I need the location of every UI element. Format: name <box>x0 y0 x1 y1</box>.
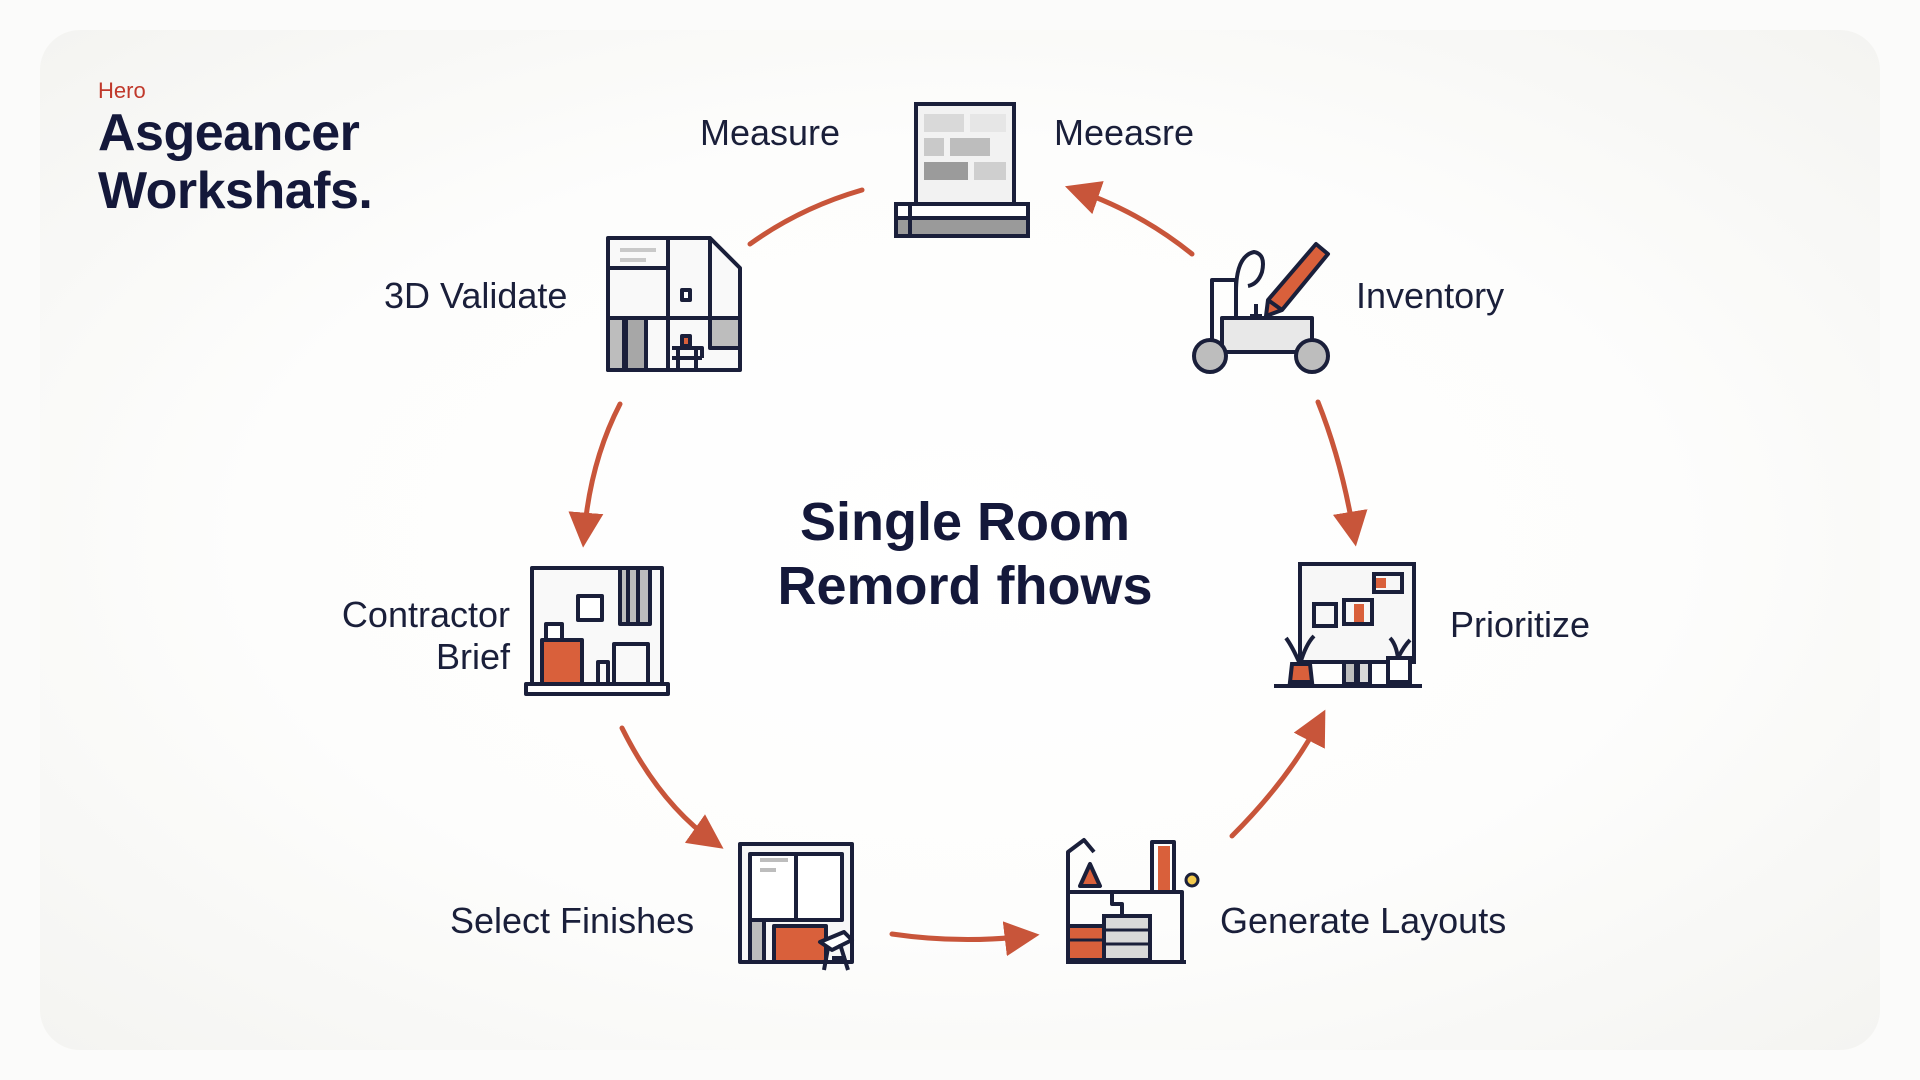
shelf-plants-icon <box>1274 562 1422 688</box>
arrow-3dvalidate-to-contractor <box>568 401 623 548</box>
step-label-measure: Measure <box>700 112 841 153</box>
floor-plan-icon <box>606 236 742 372</box>
lamp-desk-icon <box>1066 838 1200 964</box>
room-cabinet-icon <box>524 566 670 696</box>
cart-pen-icon <box>1192 242 1330 374</box>
window-chair-icon <box>738 842 854 971</box>
arrow-contractor-to-select <box>619 725 724 849</box>
center-title-line2: Remord fhows <box>777 556 1153 616</box>
arrow-select-to-generate <box>889 921 1040 957</box>
step-label-select-finishes: Select Finishes <box>450 900 695 941</box>
center-title-line1: Single Room <box>799 492 1130 552</box>
brick-wall-icon <box>894 102 1030 238</box>
step-label-contractor: Contractor <box>341 594 510 635</box>
step-label-generate-layouts: Generate Layouts <box>1220 900 1507 941</box>
step-label-prioritize: Prioritize <box>1450 604 1591 645</box>
step-label-inventory: Inventory <box>1356 275 1505 316</box>
arrow-inventory-to-meeasre <box>1064 181 1195 257</box>
arrow-3dvalidate-to-measure <box>747 187 865 247</box>
step-label-3d-validate: 3D Validate <box>384 275 568 316</box>
brand-eyebrow: Hero <box>98 78 146 103</box>
brand-title-line1: Asgeancer <box>98 104 360 162</box>
step-label-brief: Brief <box>435 636 510 677</box>
brand-title-line2: Workshafs. <box>98 162 373 220</box>
arrow-inventory-to-prioritize <box>1315 399 1368 547</box>
step-label-contractor-brief: Contractor Brief <box>300 594 510 678</box>
step-label-meeasre: Meeasre <box>1054 112 1195 153</box>
brand-block: Hero Asgeancer Workshafs. <box>98 78 373 220</box>
arrow-generate-to-prioritize <box>1229 709 1326 839</box>
diagram-center-title: Single Room Remord fhows <box>700 490 1230 618</box>
